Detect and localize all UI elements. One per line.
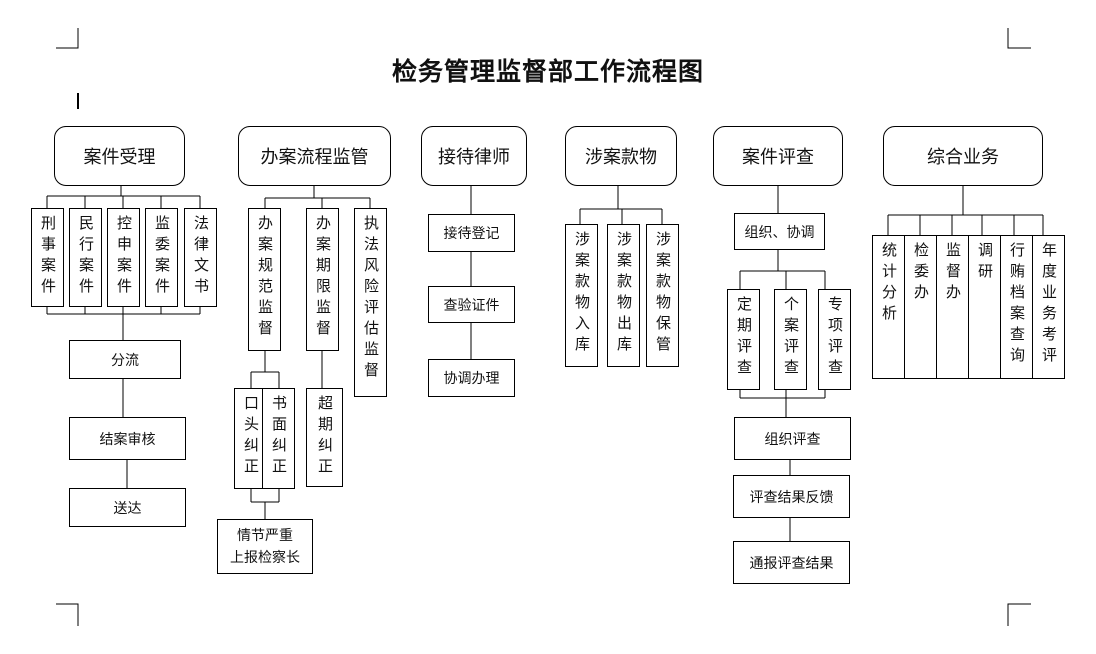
correction-label: 超期纠正 bbox=[316, 395, 334, 479]
property-item-box: 涉案款物保管 bbox=[646, 224, 679, 367]
property-item-label: 涉案款物保管 bbox=[654, 231, 672, 357]
property-item-label: 涉案款物入库 bbox=[573, 231, 591, 357]
review-type-label: 定期评查 bbox=[735, 296, 753, 380]
supervision-item-box: 办案规范监督 bbox=[248, 208, 281, 351]
business-item-box: 行贿档案查询 bbox=[1000, 235, 1033, 379]
business-item-box: 年度业务考评 bbox=[1032, 235, 1065, 379]
text-cursor bbox=[77, 93, 79, 109]
escalate-box: 情节严重 上报检察长 bbox=[217, 519, 313, 574]
case-type-box: 民行案件 bbox=[69, 208, 102, 307]
review-type-label: 个案评查 bbox=[782, 296, 800, 380]
case-type-label: 法律文书 bbox=[192, 215, 210, 299]
review-type-label: 专项评查 bbox=[826, 296, 844, 380]
case-type-box: 法律文书 bbox=[184, 208, 217, 307]
case-type-label: 控申案件 bbox=[115, 215, 133, 299]
case-type-box: 监委案件 bbox=[145, 208, 178, 307]
header-case-acceptance: 案件受理 bbox=[54, 126, 185, 186]
property-item-box: 涉案款物出库 bbox=[607, 224, 640, 367]
flow-step-box: 评查结果反馈 bbox=[733, 475, 850, 518]
flow-step-box: 协调办理 bbox=[428, 359, 515, 397]
property-item-box: 涉案款物入库 bbox=[565, 224, 598, 367]
escalate-line-1: 情节严重 bbox=[237, 527, 293, 544]
correction-box: 书面纠正 bbox=[262, 388, 295, 489]
business-item-label: 统计分析 bbox=[880, 242, 898, 326]
flow-step-box: 送达 bbox=[69, 488, 186, 527]
flow-step-box: 组织评查 bbox=[734, 417, 851, 460]
correction-label: 书面纠正 bbox=[270, 395, 288, 479]
case-type-box: 刑事案件 bbox=[31, 208, 64, 307]
case-type-box: 控申案件 bbox=[107, 208, 140, 307]
flow-step-box: 分流 bbox=[69, 340, 181, 379]
organize-box: 组织、协调 bbox=[734, 213, 825, 250]
header-case-review: 案件评查 bbox=[713, 126, 843, 186]
header-process-supervision: 办案流程监管 bbox=[238, 126, 391, 186]
header-lawyer-reception: 接待律师 bbox=[421, 126, 527, 186]
business-item-box: 调研 bbox=[968, 235, 1001, 379]
supervision-item-box: 办案期限监督 bbox=[306, 208, 339, 351]
business-item-label: 年度业务考评 bbox=[1040, 242, 1058, 368]
case-type-label: 刑事案件 bbox=[39, 215, 57, 299]
case-type-label: 监委案件 bbox=[153, 215, 171, 299]
supervision-item-label: 执法风险评估监督 bbox=[362, 215, 380, 383]
escalate-line-2: 上报检察长 bbox=[230, 549, 300, 566]
flow-step-box: 结案审核 bbox=[69, 417, 186, 460]
business-item-label: 监督办 bbox=[944, 242, 962, 305]
case-type-label: 民行案件 bbox=[77, 215, 95, 299]
overdue-correction-box: 超期纠正 bbox=[306, 388, 343, 487]
flow-step-box: 接待登记 bbox=[428, 214, 515, 252]
property-item-label: 涉案款物出库 bbox=[615, 231, 633, 357]
review-type-box: 专项评查 bbox=[818, 289, 851, 390]
review-type-box: 定期评查 bbox=[727, 289, 760, 390]
correction-box: 口头纠正 bbox=[234, 388, 267, 489]
business-item-box: 统计分析 bbox=[872, 235, 905, 379]
flow-step-box: 通报评查结果 bbox=[733, 541, 850, 584]
supervision-item-box: 执法风险评估监督 bbox=[354, 208, 387, 397]
business-item-label: 检委办 bbox=[912, 242, 930, 305]
correction-label: 口头纠正 bbox=[242, 395, 260, 479]
supervision-item-label: 办案期限监督 bbox=[314, 215, 332, 341]
header-general-business: 综合业务 bbox=[883, 126, 1043, 186]
business-item-box: 监督办 bbox=[936, 235, 969, 379]
page-title: 检务管理监督部工作流程图 bbox=[391, 57, 704, 86]
business-item-box: 检委办 bbox=[904, 235, 937, 379]
business-item-label: 行贿档案查询 bbox=[1008, 242, 1026, 368]
supervision-item-label: 办案规范监督 bbox=[256, 215, 274, 341]
header-property: 涉案款物 bbox=[565, 126, 677, 186]
flow-step-box: 查验证件 bbox=[428, 286, 515, 323]
review-type-box: 个案评查 bbox=[774, 289, 807, 390]
business-item-label: 调研 bbox=[976, 242, 994, 284]
